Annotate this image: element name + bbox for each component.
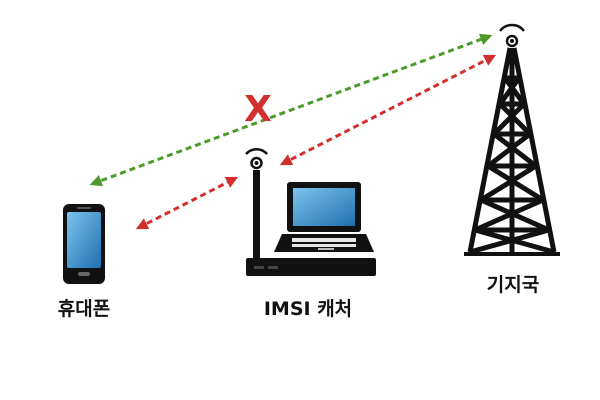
signal-icon xyxy=(245,148,268,170)
imsi-catcher-icon xyxy=(245,148,376,276)
phone-icon xyxy=(63,204,105,284)
intercept-link-imsi-tower xyxy=(279,54,497,166)
antenna-icon xyxy=(245,148,268,262)
imsi-catcher-label: IMSI 캐처 xyxy=(263,298,353,320)
intercept-link-phone-imsi xyxy=(135,176,239,230)
laptop-icon xyxy=(274,182,374,252)
phone-label: 휴대폰 xyxy=(57,298,111,320)
base-station-label: 기지국 xyxy=(486,274,540,296)
imsi-device-base xyxy=(246,258,376,276)
base-station-tower-icon xyxy=(464,47,560,256)
signal-icon xyxy=(499,23,525,48)
blocked-connection-mark: X xyxy=(244,89,272,130)
legit-link-phone-tower xyxy=(89,33,493,187)
